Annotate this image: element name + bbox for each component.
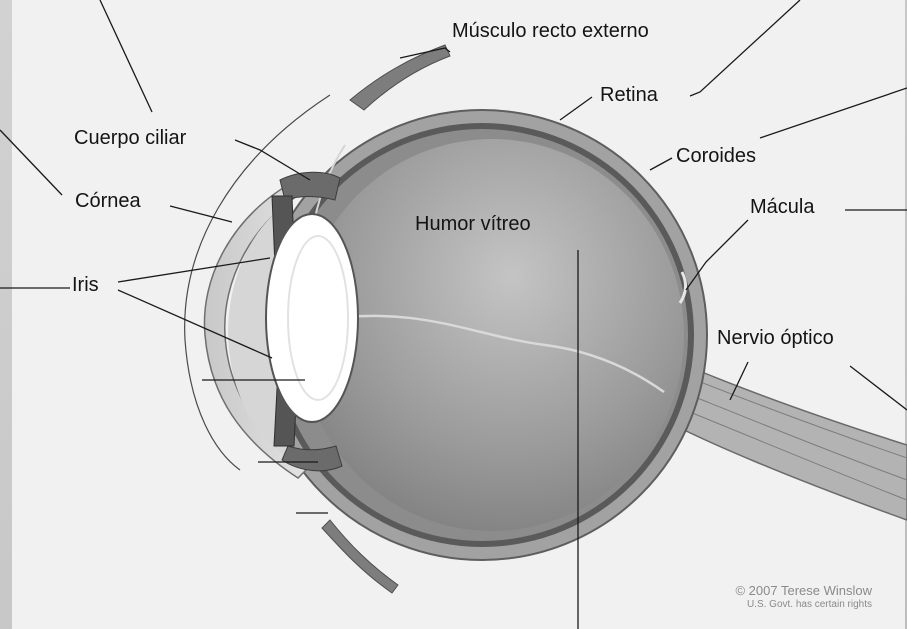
label-macula: Mácula <box>750 196 814 219</box>
credit-copyright: © 2007 Terese Winslow <box>735 583 872 598</box>
label-coroides: Coroides <box>676 145 756 168</box>
label-cornea: Córnea <box>75 190 141 213</box>
label-musculo-recto-externo: Músculo recto externo <box>452 20 649 43</box>
credit-rights: U.S. Govt. has certain rights <box>747 599 872 610</box>
label-nervio-optico: Nervio óptico <box>717 327 834 350</box>
label-retina: Retina <box>600 84 658 107</box>
lens <box>266 214 358 422</box>
label-humor-vitreo: Humor vítreo <box>415 213 531 236</box>
label-cuerpo-ciliar: Cuerpo ciliar <box>74 127 186 150</box>
label-iris: Iris <box>72 274 99 297</box>
